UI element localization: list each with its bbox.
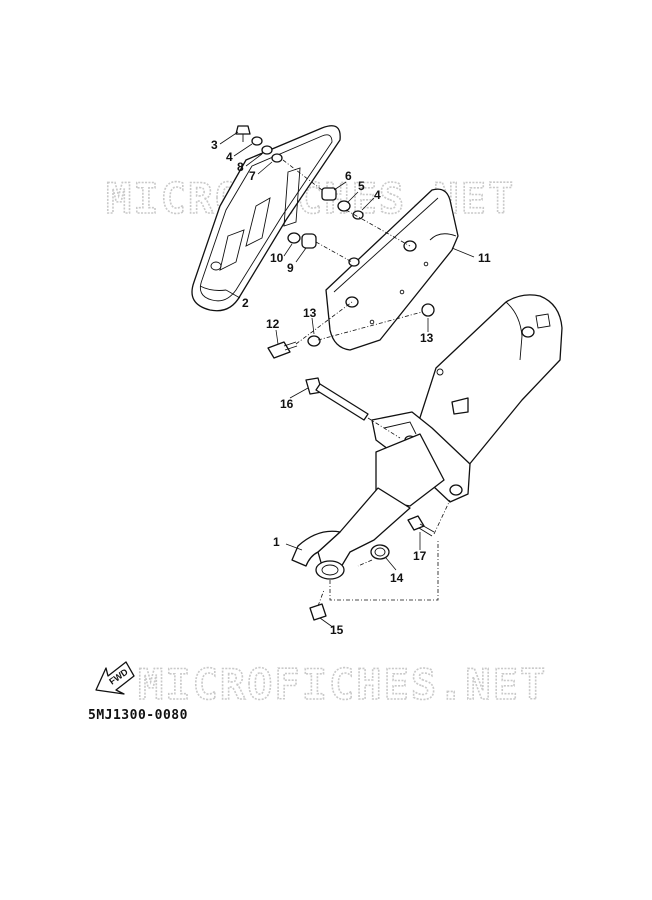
fastener-set-middle xyxy=(267,301,435,359)
long-bolt-part-16 xyxy=(305,377,401,439)
diagram-code: 5MJ1300-0080 xyxy=(88,708,188,723)
callout-labels: 3 4 8 7 6 5 4 10 9 11 2 12 13 13 16 1 17… xyxy=(211,138,491,637)
callout-6: 6 xyxy=(345,169,352,183)
callout-15: 15 xyxy=(330,623,344,637)
leader-lines xyxy=(219,131,475,629)
fastener-set-upper xyxy=(235,125,411,263)
watermark-bottom: MICROFICHES.NET xyxy=(138,660,547,709)
callout-11: 11 xyxy=(478,251,491,265)
callout-4-b: 4 xyxy=(374,188,381,202)
callout-9: 9 xyxy=(287,261,294,275)
callout-16: 16 xyxy=(280,397,294,411)
callout-7: 7 xyxy=(249,169,256,183)
heat-shield-part-2 xyxy=(191,125,341,312)
forward-arrow-icon: FWD xyxy=(95,661,135,695)
callout-1: 1 xyxy=(273,535,280,549)
callout-12: 12 xyxy=(266,317,280,331)
muffler-body xyxy=(371,294,563,507)
callout-2: 2 xyxy=(242,296,249,310)
callout-5: 5 xyxy=(358,179,365,193)
callout-13-b: 13 xyxy=(420,331,434,345)
exhaust-pipe xyxy=(291,487,439,601)
callout-13: 13 xyxy=(303,306,317,320)
fastener-set-lower xyxy=(309,499,451,621)
callout-14: 14 xyxy=(390,571,404,585)
callout-17: 17 xyxy=(413,549,427,563)
callout-3: 3 xyxy=(211,138,218,152)
bracket-part-11 xyxy=(325,188,459,351)
callout-10: 10 xyxy=(270,251,284,265)
callout-4: 4 xyxy=(226,150,233,164)
callout-8: 8 xyxy=(237,160,244,174)
